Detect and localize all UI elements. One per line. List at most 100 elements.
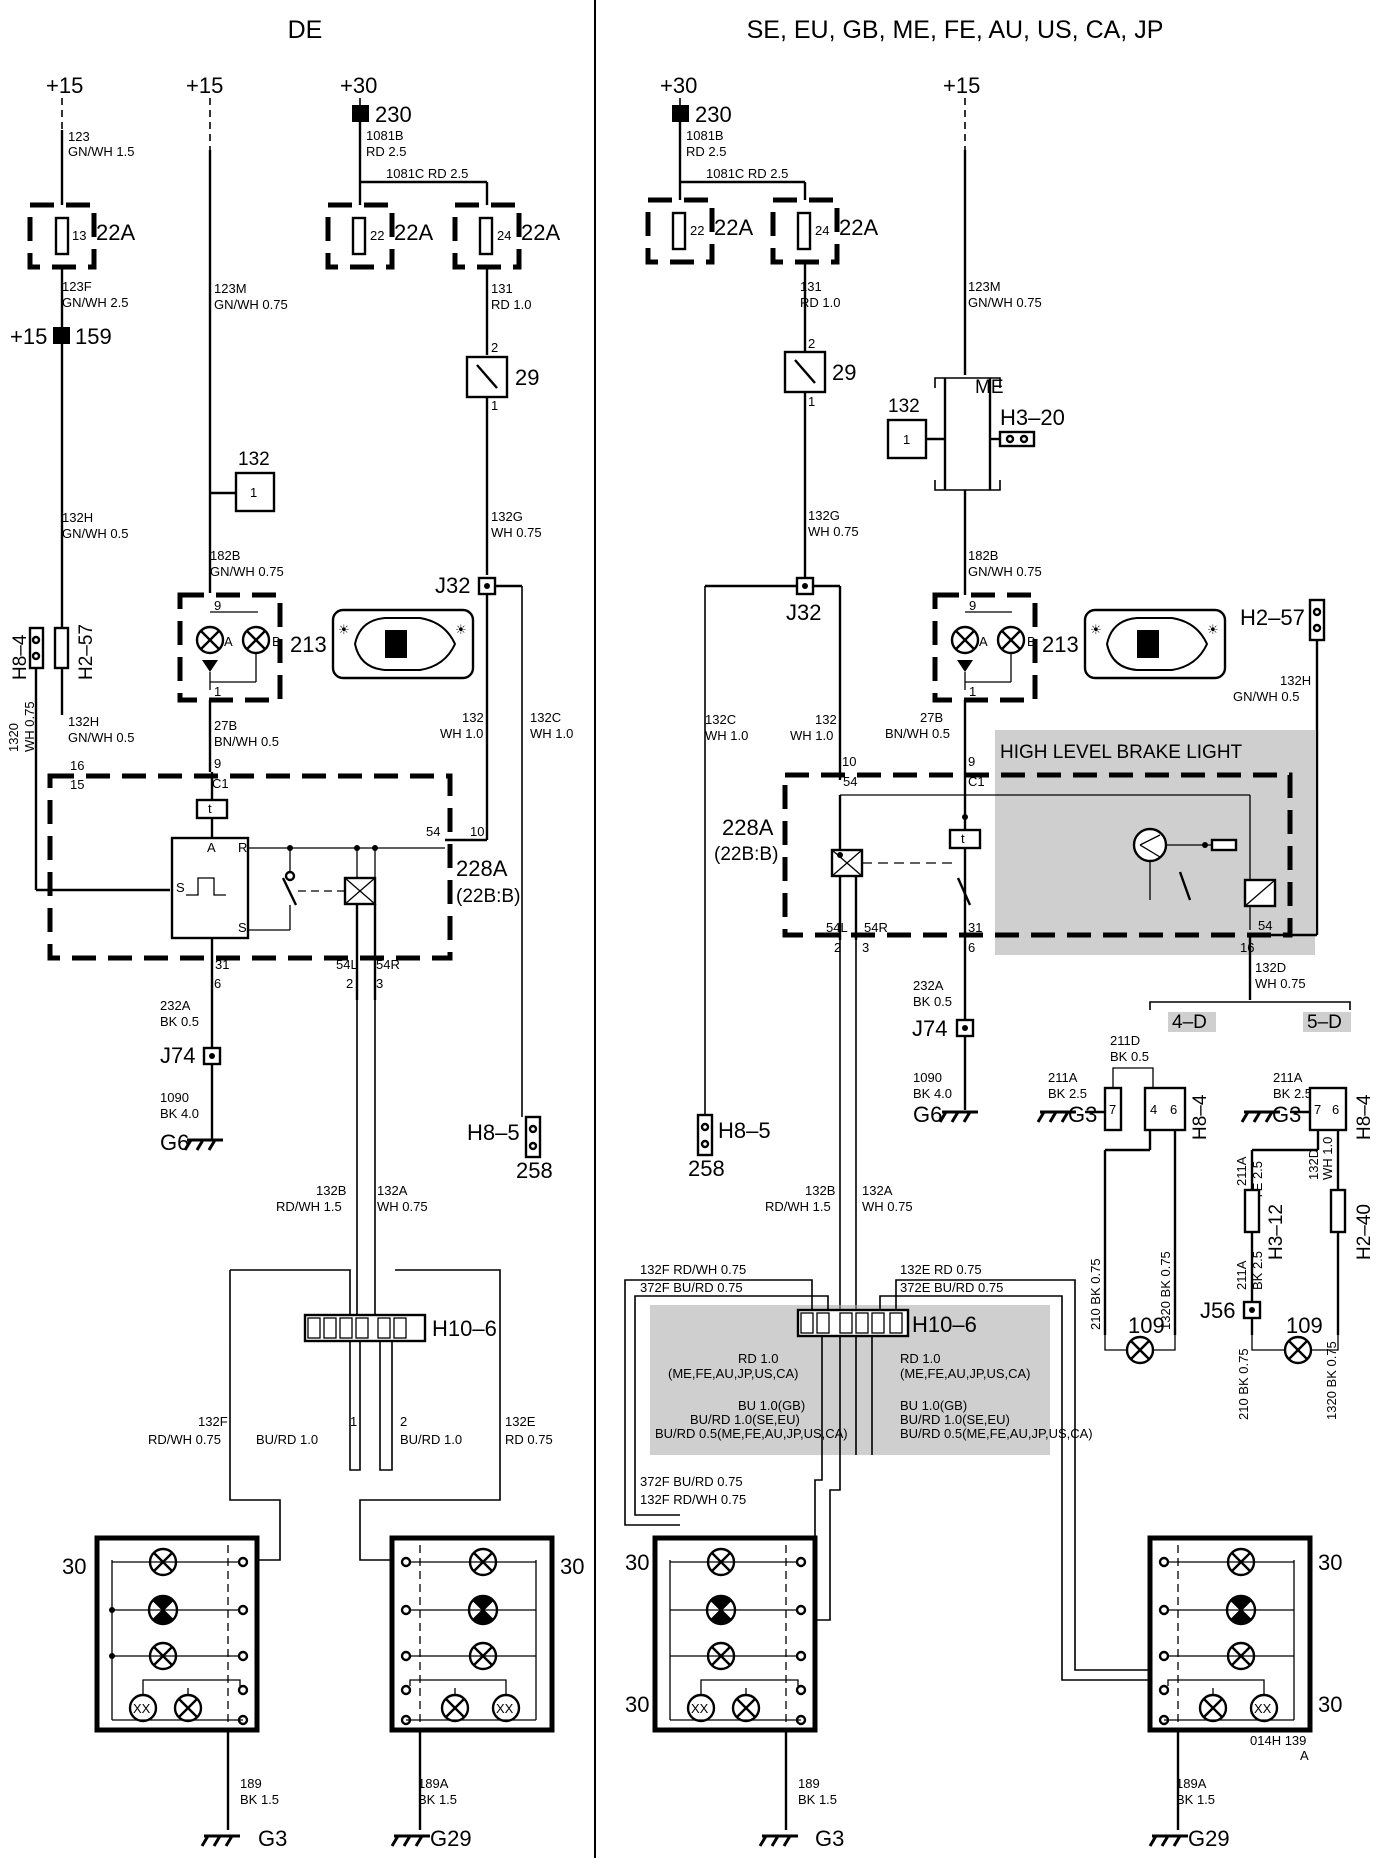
pin-label: 2 [834, 940, 841, 955]
wire-label: WH 0.75 [491, 525, 542, 540]
pin-label: A [979, 634, 988, 649]
pin-label: 2 [346, 976, 353, 991]
label-258: 258 [516, 1158, 553, 1183]
lamp-A-icon [950, 625, 980, 655]
wire-label: 1090 [913, 1070, 942, 1085]
pin-label: 4 [1150, 1102, 1157, 1117]
left-panel: +15 123 GN/WH 1.5 13 22A 123F GN/WH 2.5 … [6, 73, 584, 1851]
wire-label: 132 [815, 712, 837, 727]
ground-icon [758, 1834, 800, 1848]
wire-label: 132G [808, 508, 840, 523]
wire-label: 1081C RD 2.5 [706, 166, 788, 181]
wire-label: WH 1.0 [1320, 1137, 1335, 1180]
wire-label: 123M [968, 279, 1001, 294]
lamp-icon [440, 1693, 470, 1723]
pin-label: 7 [1109, 1102, 1116, 1117]
label-29: 29 [515, 365, 539, 390]
svg-text:☀: ☀ [1090, 622, 1102, 637]
pin-label: 31 [215, 957, 229, 972]
wire-label: BN/WH 0.5 [885, 726, 950, 741]
wire-label: BK 4.0 [160, 1106, 199, 1121]
wire-label: 132A [377, 1183, 408, 1198]
label-30: 30 [1318, 1550, 1342, 1575]
wire-label: 182B [968, 548, 998, 563]
label-J32: J32 [786, 600, 821, 625]
wire-label: 131 [800, 279, 822, 294]
wire-label: 211A [1048, 1070, 1078, 1085]
timer-block [170, 836, 250, 940]
label-213: 213 [290, 632, 327, 657]
wire-label: 232A [160, 998, 191, 1013]
pin-label: 54R [376, 957, 400, 972]
fuse-label: 22A [714, 215, 753, 240]
label-H2-57: H2–57 [76, 624, 97, 680]
pin-label: 9 [214, 598, 221, 613]
label-H10-6: H10–6 [912, 1312, 977, 1337]
pin-label: 10 [842, 754, 856, 769]
wire-label: RD 1.0 [800, 295, 840, 310]
wire-label: 132B [805, 1183, 835, 1198]
wire-label: 1320 [6, 723, 21, 752]
label-G3: G3 [1272, 1102, 1301, 1127]
wire-label: 211A [1234, 1156, 1249, 1186]
label-30: 30 [1318, 1692, 1342, 1717]
wire-label: GN/WH 0.75 [968, 564, 1042, 579]
label-109: 109 [1286, 1313, 1323, 1338]
variant-5D: 5–D [1307, 1012, 1342, 1033]
wire-label: RD/WH 1.5 [276, 1199, 342, 1214]
wire-label: 132F RD/WH 0.75 [640, 1262, 746, 1277]
label-H2-57: H2–57 [1240, 605, 1305, 630]
wire-label: 182B [210, 548, 240, 563]
label-H3-12: H3–12 [1266, 1204, 1287, 1260]
pin-label: C1 [212, 776, 229, 791]
wire-label: RD 0.75 [505, 1432, 553, 1447]
note: BU/RD 1.0(SE,EU) [900, 1412, 1010, 1427]
connector-H2-40 [1329, 1188, 1347, 1234]
wire-label: 1081B [686, 128, 724, 143]
label-258: 258 [688, 1156, 725, 1181]
wire-label: 189A [1176, 1776, 1207, 1791]
wire-label: 1320 BK 0.75 [1324, 1341, 1339, 1420]
label-30: 30 [625, 1692, 649, 1717]
pin-label: 2 [808, 336, 815, 351]
pin-label: 54 [843, 774, 857, 789]
bulb-label: XX [691, 1701, 709, 1716]
wire-label: 123 [68, 129, 90, 144]
diode-icon [202, 660, 218, 672]
right-panel: +30 230 1081B RD 2.5 1081C RD 2.5 22 22A… [624, 73, 1375, 1851]
wire-label: RD/WH 1.5 [765, 1199, 831, 1214]
tail-lamp-30-left [94, 1535, 260, 1733]
connector-H8-5 [524, 1115, 542, 1159]
wire-label: WH 0.75 [22, 701, 37, 752]
pin-label: 10 [470, 824, 484, 839]
connector-H3-20 [998, 430, 1036, 448]
wire-label: 132H [1280, 673, 1311, 688]
wire-label: RD/WH 0.75 [148, 1432, 221, 1447]
car-icon: ☀☀ [331, 608, 475, 680]
pin-label: 16 [70, 758, 84, 773]
label-H8-4: H8–4 [10, 634, 31, 680]
wire-label: BU/RD 1.0 [400, 1432, 462, 1447]
wire-label: 132D [1306, 1149, 1321, 1180]
wire-label: 1090 [160, 1090, 189, 1105]
wire-label: BU/RD 1.0 [256, 1432, 318, 1447]
label-228A-sub: (22B:B) [456, 886, 520, 907]
tail-lamp-30-right [1147, 1535, 1313, 1733]
wire-label: 211D [1110, 1033, 1140, 1048]
wire-label: RD 1.0 [491, 297, 531, 312]
pin-label: 1 [969, 684, 976, 699]
pin-label: 6 [214, 976, 221, 991]
wire-label: 132H [62, 510, 93, 525]
wire-label: 27B [214, 718, 237, 733]
label-132: 132 [888, 396, 920, 417]
bulb-label: XX [133, 1701, 151, 1716]
pin-label: 16 [1240, 940, 1254, 955]
pin-label: 2 [400, 1414, 407, 1429]
fuse-label: 22A [96, 220, 135, 245]
lamp-icon [173, 1693, 203, 1723]
svg-text:☀: ☀ [338, 622, 350, 637]
wire-label: BK 4.0 [913, 1086, 952, 1101]
wire-label: 210 BK 0.75 [1236, 1348, 1251, 1420]
wire-label: 131 [491, 281, 513, 296]
wire-label: 189 [240, 1776, 262, 1791]
